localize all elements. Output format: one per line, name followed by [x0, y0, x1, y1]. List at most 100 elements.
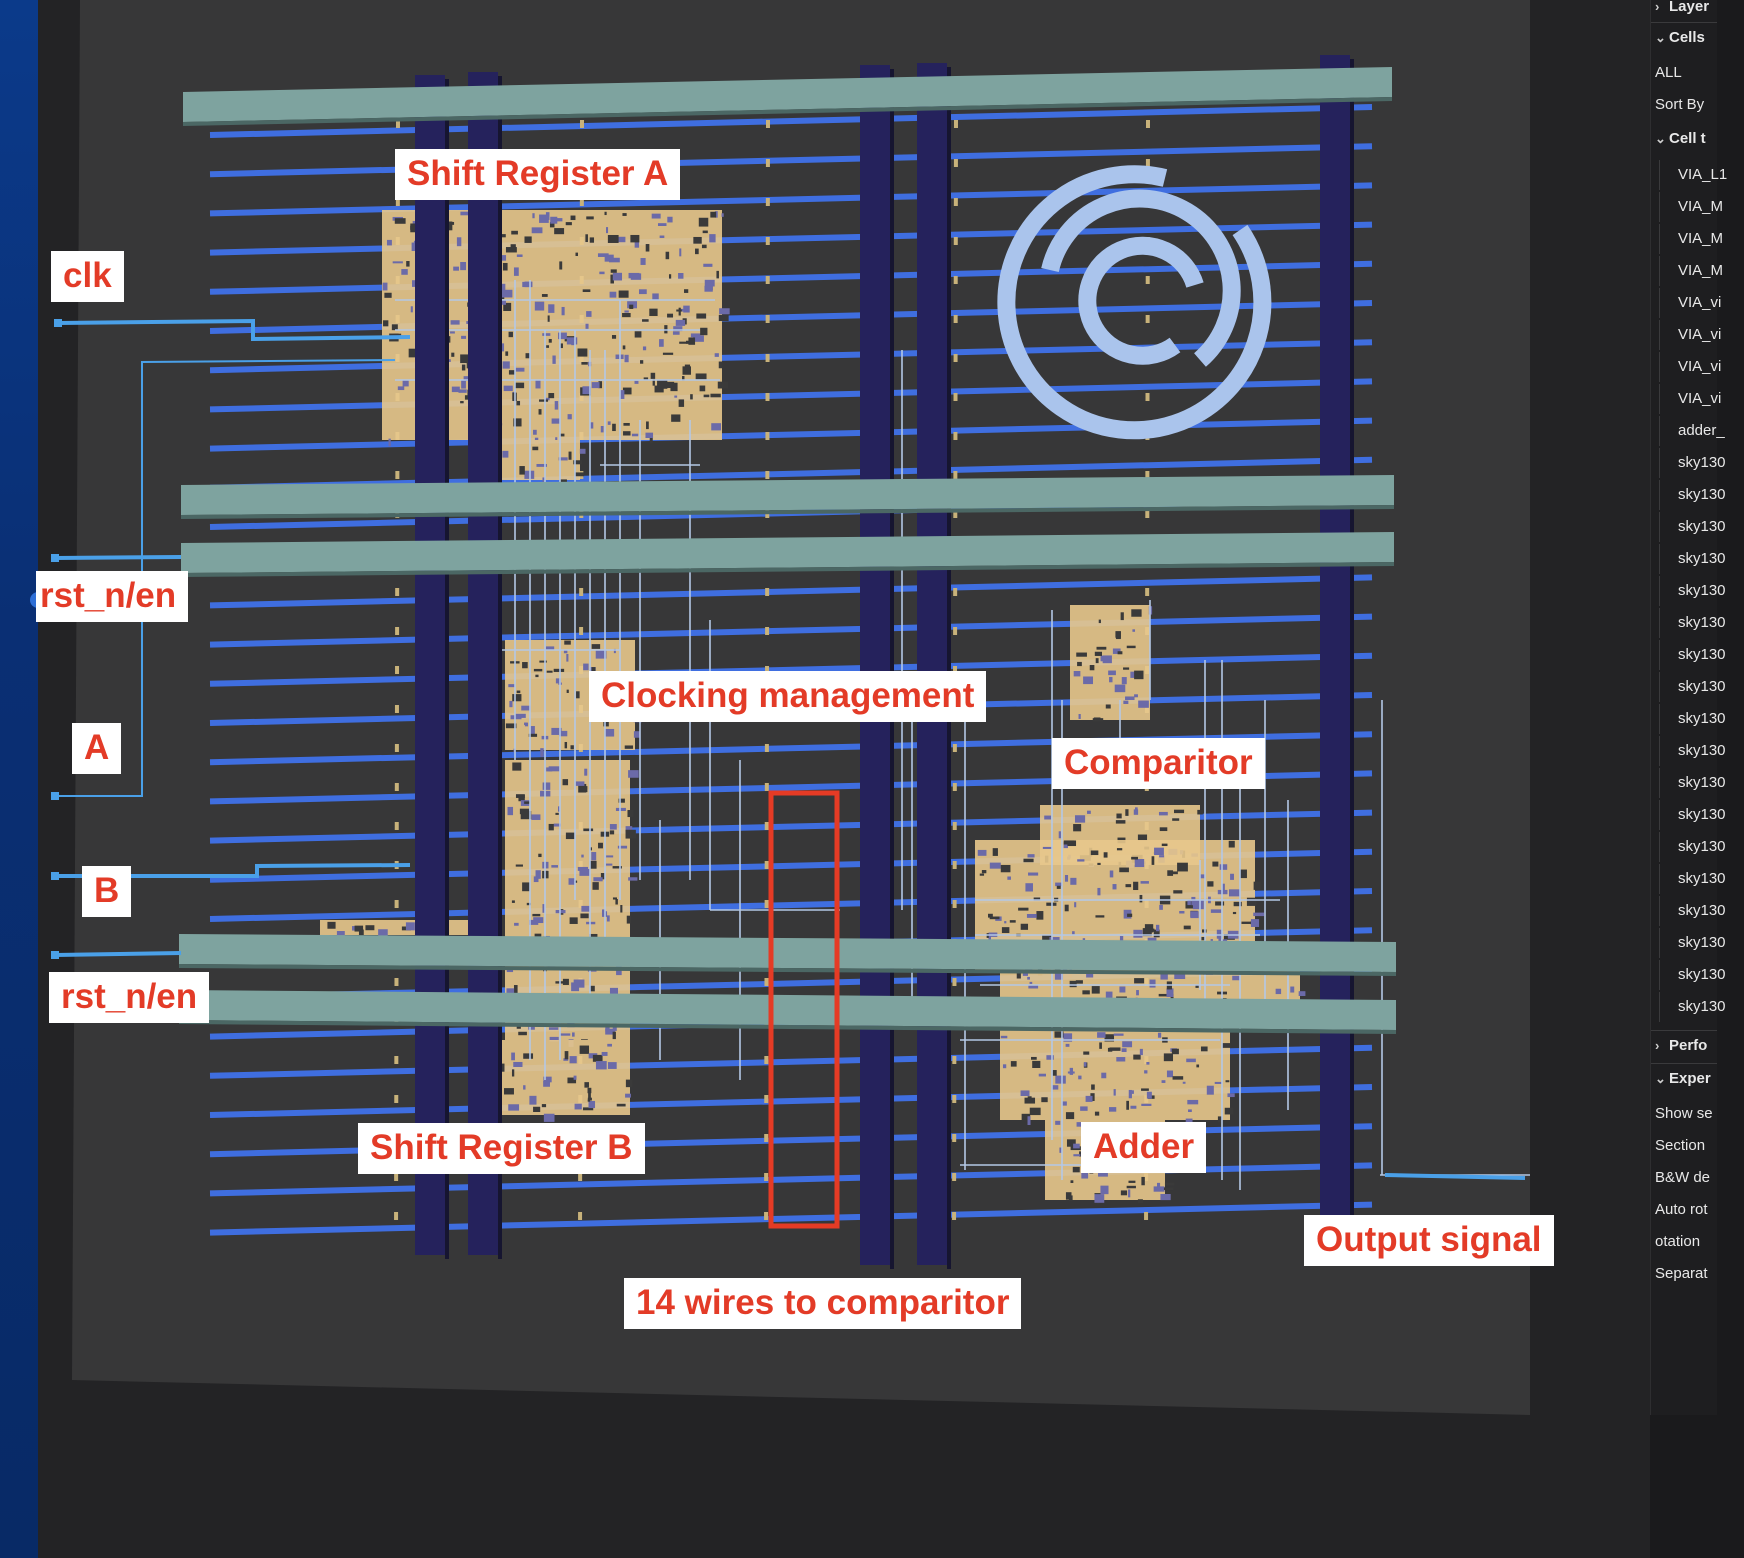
cell-list-item[interactable]: sky130 — [1659, 544, 1744, 574]
cell-pattern — [620, 390, 625, 399]
cell-list-item[interactable]: VIA_M — [1659, 224, 1744, 254]
label-rst-n-en-bottom[interactable]: rst_n/en — [49, 972, 210, 1023]
cell-pattern — [1064, 904, 1069, 912]
experimental-option[interactable]: B&W de — [1655, 1169, 1711, 1186]
cell-pattern — [1116, 1057, 1126, 1062]
cell-pattern — [542, 333, 551, 336]
cell-pattern — [587, 1087, 592, 1094]
cell-list-item[interactable]: VIA_M — [1659, 256, 1744, 286]
cell-list-item[interactable]: sky130 — [1659, 992, 1744, 1022]
label-b[interactable]: B — [82, 866, 132, 917]
cell-pattern — [511, 723, 516, 726]
label-shift-register-b[interactable]: Shift Register B — [358, 1123, 645, 1174]
experimental-option[interactable]: Separat — [1655, 1265, 1708, 1282]
cell-pattern — [1170, 993, 1174, 1001]
cell-pattern — [1080, 1106, 1088, 1111]
cell-pattern — [1114, 684, 1126, 693]
cell-pattern — [609, 987, 619, 997]
rail-edge — [183, 97, 1392, 126]
cell-list-item[interactable]: VIA_M — [1659, 192, 1744, 222]
cells-section-header[interactable]: ⌄Cells — [1651, 23, 1721, 53]
label-output-signal[interactable]: Output signal — [1304, 1215, 1554, 1266]
experimental-option[interactable]: Section — [1655, 1137, 1706, 1154]
cell-pattern — [1027, 1096, 1032, 1100]
cells-sort-by[interactable]: Sort By — [1655, 96, 1705, 113]
label-clocking-management[interactable]: Clocking management — [589, 671, 987, 722]
cell-pattern — [1063, 841, 1068, 849]
cell-pattern — [1161, 1080, 1166, 1083]
cell-list-item[interactable]: sky130 — [1659, 640, 1744, 670]
cell-list-item[interactable]: sky130 — [1659, 800, 1744, 830]
cell-pattern — [546, 345, 550, 348]
cell-list-item[interactable]: sky130 — [1659, 672, 1744, 702]
layers-section-header[interactable]: ›Layer — [1651, 0, 1721, 22]
cell-list-item[interactable]: VIA_vi — [1659, 352, 1744, 382]
cell-pattern — [645, 432, 654, 439]
performance-section-header[interactable]: ›Perfo — [1651, 1031, 1721, 1061]
cell-pattern — [701, 244, 707, 249]
cell-list-item[interactable]: sky130 — [1659, 832, 1744, 862]
cell-pattern — [585, 323, 589, 329]
cell-pattern — [1210, 909, 1222, 913]
experimental-option[interactable]: Auto rot — [1655, 1201, 1708, 1218]
cell-list-item[interactable]: sky130 — [1659, 480, 1744, 510]
cell-pattern — [626, 915, 632, 924]
cell-list-item[interactable]: VIA_vi — [1659, 384, 1744, 414]
experimental-option[interactable]: Show se — [1655, 1105, 1713, 1122]
strap-edge — [890, 69, 894, 1269]
rail-edge — [181, 505, 1394, 519]
cell-list-item[interactable]: sky130 — [1659, 928, 1744, 958]
cell-pattern — [559, 730, 568, 737]
cell-pattern — [1228, 889, 1240, 897]
label-adder[interactable]: Adder — [1081, 1122, 1207, 1173]
cell-pattern — [1000, 864, 1011, 873]
cell-list-item[interactable]: sky130 — [1659, 608, 1744, 638]
cell-list-item[interactable]: adder_ — [1659, 416, 1744, 446]
cell-list-item[interactable]: VIA_vi — [1659, 288, 1744, 318]
cell-pattern — [502, 450, 509, 458]
cell-pattern — [1190, 911, 1199, 919]
cell-pattern — [466, 321, 469, 324]
cell-tree-header[interactable]: ⌄Cell t — [1651, 124, 1721, 154]
cell-list-item[interactable]: sky130 — [1659, 864, 1744, 894]
cell-list-item[interactable]: sky130 — [1659, 896, 1744, 926]
label-14-wires-to-comparitor[interactable]: 14 wires to comparitor — [624, 1278, 1022, 1329]
label-a[interactable]: A — [72, 723, 122, 774]
cell-pattern — [1153, 929, 1160, 938]
cell-pattern — [507, 806, 514, 816]
label-shift-register-a[interactable]: Shift Register A — [395, 149, 681, 200]
cell-pattern — [1054, 1031, 1064, 1038]
cell-list-item[interactable]: sky130 — [1659, 736, 1744, 766]
cell-list-item[interactable]: VIA_vi — [1659, 320, 1744, 350]
experimental-section-header[interactable]: ⌄Exper — [1651, 1064, 1721, 1094]
cell-pattern — [397, 386, 405, 391]
cell-pattern — [1171, 1048, 1179, 1055]
cell-list-item[interactable]: sky130 — [1659, 704, 1744, 734]
experimental-option[interactable]: otation — [1655, 1233, 1701, 1250]
label-clk[interactable]: clk — [51, 251, 124, 302]
label-comparitor[interactable]: Comparitor — [1052, 738, 1265, 789]
cell-list-item[interactable]: sky130 — [1659, 448, 1744, 478]
cell-pattern — [1212, 861, 1219, 867]
cell-pattern — [1163, 1053, 1174, 1062]
cell-pattern — [1098, 619, 1101, 624]
cell-list-item[interactable]: sky130 — [1659, 512, 1744, 542]
horizontal-power-rail — [179, 934, 1396, 972]
cell-list-item[interactable]: sky130 — [1659, 960, 1744, 990]
cell-pattern — [710, 393, 721, 398]
cells-filter-all[interactable]: ALL — [1655, 64, 1682, 81]
cell-list-item[interactable]: VIA_L1 — [1659, 160, 1744, 190]
cell-pattern — [1090, 850, 1099, 856]
cell-pattern — [631, 433, 639, 437]
cell-pattern — [1046, 1055, 1054, 1060]
cell-pattern — [513, 985, 518, 994]
logo-ring-middle — [1041, 189, 1241, 367]
cell-list-item[interactable]: sky130 — [1659, 768, 1744, 798]
highlight-box-14-wires[interactable] — [768, 790, 840, 1229]
cell-list-item[interactable]: sky130 — [1659, 576, 1744, 606]
cell-pattern — [716, 270, 719, 279]
cell-pattern — [703, 394, 710, 398]
cell-pattern — [386, 239, 392, 246]
label-rst-n-en-top[interactable]: rst_n/en — [36, 571, 189, 622]
pin-pad — [54, 319, 62, 327]
